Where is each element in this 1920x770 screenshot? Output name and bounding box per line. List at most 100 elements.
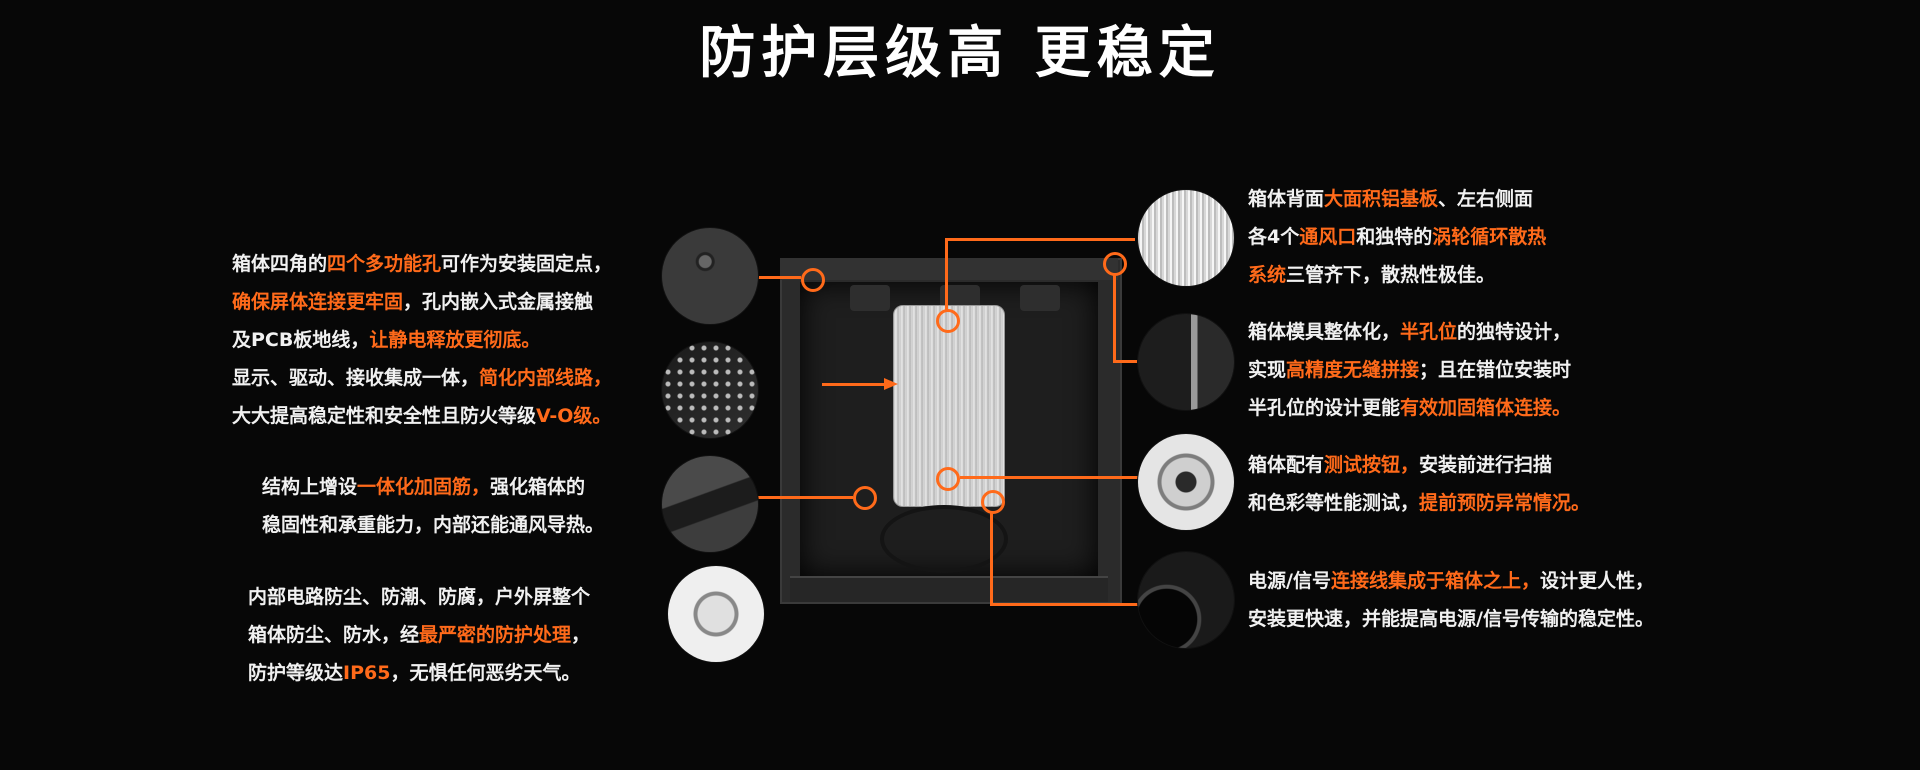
body-text: 稳固性和承重能力，内部还能通风导热。 (262, 514, 605, 536)
test-button-marker (936, 467, 960, 491)
body-text: 结构上增设 (262, 476, 358, 498)
highlight-text: 简化内部线路， (479, 367, 613, 389)
highlight-text: 涡轮循环散热 (1432, 226, 1547, 248)
connector-cable-h (990, 603, 1138, 606)
highlight-text: 确保屏体连接更牢固 (232, 291, 404, 313)
body-text: 箱体四角的 (232, 253, 328, 275)
text-line: 电源/信号连接线集成于箱体之上，设计更人性， (1248, 562, 1654, 600)
rib-marker (853, 486, 877, 510)
corner-hole-thumb (662, 228, 758, 324)
text-line: 系统三管齐下，散热性极佳。 (1248, 256, 1546, 294)
highlight-text: 连接线集成于箱体之上， (1330, 570, 1540, 592)
cabinet-top-edge (780, 258, 1118, 280)
body-text: 大大提高稳定性和安全性且防火等级 (232, 405, 537, 427)
cable-thumb (1138, 552, 1234, 648)
highlight-text: 测试按钮， (1324, 454, 1420, 476)
connector-corner (758, 276, 801, 279)
text-line: 内部电路防尘、防潮、防腐，户外屏整个 (248, 578, 590, 616)
arrow-line (822, 383, 892, 386)
highlight-text: 让静电释放更彻底。 (369, 329, 541, 351)
highlight-text: 半孔位 (1400, 321, 1458, 343)
body-text: 显示、驱动、接收集成一体， (232, 367, 480, 389)
text-line: 箱体背面大面积铝基板、左右侧面 (1248, 180, 1546, 218)
body-text: 电源/信号 (1248, 570, 1331, 592)
body-text: 、左右侧面 (1438, 188, 1534, 210)
test-button-thumb (1138, 434, 1234, 530)
bracket-left (850, 285, 890, 311)
rib-thumb (662, 456, 758, 552)
text-line: 防护等级达IP65，无惧任何恶劣天气。 (248, 654, 590, 692)
cable-marker (981, 490, 1005, 514)
seal-thumb (668, 566, 764, 662)
body-text: 安装更快速，并能提高电源/信号传输的稳定性。 (1248, 608, 1654, 630)
text-line: 结构上增设一体化加固筋，强化箱体的 (262, 468, 604, 506)
highlight-text: 高精度无缝拼接 (1286, 359, 1420, 381)
connector-vent-v (945, 240, 948, 310)
text-line: 及PCB板地线，让静电释放更彻底。 (232, 321, 612, 359)
text-line: 各4个通风口和独特的涡轮循环散热 (1248, 218, 1546, 256)
text-block-protection: 内部电路防尘、防潮、防腐，户外屏整个箱体防尘、防水，经最严密的防护处理，防护等级… (248, 578, 590, 692)
connector-vent-h (945, 238, 1135, 241)
connector-halfhole-h (1113, 360, 1138, 363)
text-block-cable: 电源/信号连接线集成于箱体之上，设计更人性， 安装更快速，并能提高电源/信号传输的… (1248, 562, 1654, 638)
text-line: 箱体四角的四个多功能孔可作为安装固定点， (232, 245, 612, 283)
text-line: 箱体防尘、防水，经最严密的防护处理， (248, 616, 590, 654)
body-text: 及PCB板地线， (232, 329, 370, 351)
text-block-half-hole: 箱体模具整体化，半孔位的独特设计，实现高精度无缝拼接；且在错位安装时半孔位的设计… (1248, 313, 1571, 427)
body-text: 箱体背面 (1248, 188, 1325, 210)
text-line: 确保屏体连接更牢固，孔内嵌入式金属接触 (232, 283, 612, 321)
text-line: 和色彩等性能测试，提前预防异常情况。 (1248, 484, 1590, 522)
body-text: 半孔位的设计更能 (1248, 397, 1401, 419)
highlight-text: 最严密的防护处理 (419, 624, 572, 646)
body-text: ，无惧任何恶劣天气。 (390, 662, 581, 684)
text-block-corner-holes: 箱体四角的四个多功能孔可作为安装固定点，确保屏体连接更牢固，孔内嵌入式金属接触及… (232, 245, 612, 435)
body-text: ， (571, 624, 591, 646)
body-text: 防护等级达 (248, 662, 344, 684)
highlight-text: IP65 (343, 662, 391, 684)
body-text: 实现 (1248, 359, 1287, 381)
highlight-text: 四个多功能孔 (327, 253, 442, 275)
body-text: 设计更人性， (1539, 570, 1654, 592)
body-text: ，孔内嵌入式金属接触 (403, 291, 594, 313)
highlight-text: 通风口 (1299, 226, 1357, 248)
pcb-thumb (662, 342, 758, 438)
cabinet-bottom-edge (790, 576, 1108, 602)
highlight-text: V-O级。 (536, 405, 612, 427)
text-line: 箱体模具整体化，半孔位的独特设计， (1248, 313, 1571, 351)
body-text: 箱体防尘、防水，经 (248, 624, 420, 646)
highlight-text: 大面积铝基板 (1324, 188, 1439, 210)
connector-halfhole-v (1113, 273, 1116, 361)
bracket-right (1020, 285, 1060, 311)
highlight-text: 有效加固箱体连接。 (1400, 397, 1572, 419)
body-text: 和独特的 (1356, 226, 1433, 248)
body-text: 的独特设计， (1457, 321, 1572, 343)
body-text: 内部电路防尘、防潮、防腐，户外屏整个 (248, 586, 591, 608)
highlight-text: 提前预防异常情况。 (1419, 492, 1591, 514)
text-line: 箱体配有测试按钮，安装前进行扫描 (1248, 446, 1590, 484)
highlight-text: 一体化加固筋， (357, 476, 491, 498)
corner-hole-marker (801, 268, 825, 292)
body-text: 强化箱体的 (490, 476, 586, 498)
connector-rib (758, 496, 853, 499)
text-block-reinforcement: 结构上增设一体化加固筋，强化箱体的稳固性和承重能力，内部还能通风导热。 (262, 468, 604, 544)
connector-cable-v (990, 513, 993, 605)
body-text: 和色彩等性能测试， (1248, 492, 1420, 514)
body-text: 可作为安装固定点， (441, 253, 613, 275)
body-text: 箱体模具整体化， (1248, 321, 1401, 343)
body-text: ；且在错位安装时 (1419, 359, 1572, 381)
connector-button (960, 476, 1138, 479)
text-line: 大大提高稳定性和安全性且防火等级V-O级。 (232, 397, 612, 435)
text-line: 实现高精度无缝拼接；且在错位安装时 (1248, 351, 1571, 389)
body-text: 三管齐下，散热性极佳。 (1286, 264, 1496, 286)
body-text: 各4个 (1248, 226, 1300, 248)
highlight-text: 系统 (1248, 264, 1287, 286)
text-line: 安装更快速，并能提高电源/信号传输的稳定性。 (1248, 600, 1654, 638)
half-hole-thumb (1138, 314, 1234, 410)
body-text: 安装前进行扫描 (1419, 454, 1553, 476)
arrow-head-icon (884, 378, 898, 390)
text-line: 半孔位的设计更能有效加固箱体连接。 (1248, 389, 1571, 427)
fins-thumb (1138, 190, 1234, 286)
body-text: 箱体配有 (1248, 454, 1325, 476)
text-line: 稳固性和承重能力，内部还能通风导热。 (262, 506, 604, 544)
vent-marker (936, 309, 960, 333)
